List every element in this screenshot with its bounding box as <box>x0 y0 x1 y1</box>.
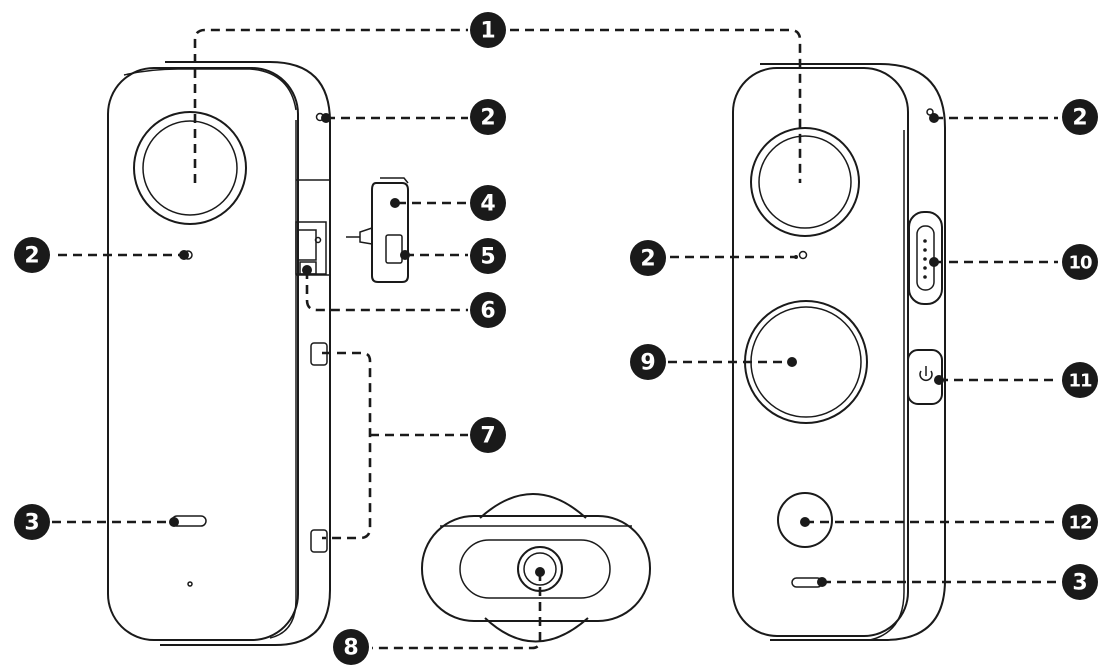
clip-slot-bottom <box>310 529 328 553</box>
callout-4: 4 <box>470 185 506 221</box>
right-camera-body <box>732 63 946 641</box>
callout-2-label: 2 <box>480 106 495 131</box>
callout-9-label: 9 <box>640 351 655 376</box>
bottom-view-camera <box>421 493 651 643</box>
callout-10: 10 <box>1062 244 1098 280</box>
callout-6: 6 <box>470 292 506 328</box>
callout-5: 5 <box>470 238 506 274</box>
usb-port <box>295 221 327 275</box>
callout-2-label: 2 <box>24 244 39 269</box>
leader-dots <box>169 113 944 587</box>
usb-cover <box>346 177 409 283</box>
callout-8-label: 8 <box>343 636 358 661</box>
callout-9: 9 <box>630 344 666 380</box>
callout-5-label: 5 <box>480 245 495 270</box>
callout-2-label: 2 <box>640 247 655 272</box>
left-bottom-dot <box>187 581 193 587</box>
left-camera-body <box>107 61 331 646</box>
right-lens <box>750 127 860 237</box>
callout-2-right-front: 2 <box>630 240 666 276</box>
callout-1: 1 <box>470 12 506 48</box>
left-lens <box>133 111 247 225</box>
leader-lines <box>52 28 1058 650</box>
callout-2-left-top: 2 <box>470 99 506 135</box>
callout-11: 11 <box>1062 362 1098 398</box>
side-button-panel <box>908 211 943 305</box>
right-front-mic <box>798 250 808 260</box>
callout-12-label: 12 <box>1068 513 1091 534</box>
callout-10-label: 10 <box>1068 253 1092 274</box>
shutter-button <box>777 492 833 548</box>
callout-2-label: 2 <box>1072 106 1087 131</box>
callout-11-label: 11 <box>1068 371 1092 392</box>
callout-1-label: 1 <box>480 19 495 44</box>
callout-8: 8 <box>333 629 369 665</box>
callout-7-label: 7 <box>480 424 495 449</box>
callout-2-right-top: 2 <box>1062 99 1098 135</box>
callout-3-right: 3 <box>1062 564 1098 600</box>
callout-12: 12 <box>1062 504 1098 540</box>
callout-6-label: 6 <box>480 299 495 324</box>
callout-3-left: 3 <box>14 504 50 540</box>
callout-7: 7 <box>470 417 506 453</box>
callout-2-left-front: 2 <box>14 237 50 273</box>
callout-3-label: 3 <box>24 511 39 536</box>
callout-3-label: 3 <box>1072 571 1087 596</box>
callout-4-label: 4 <box>480 192 495 217</box>
